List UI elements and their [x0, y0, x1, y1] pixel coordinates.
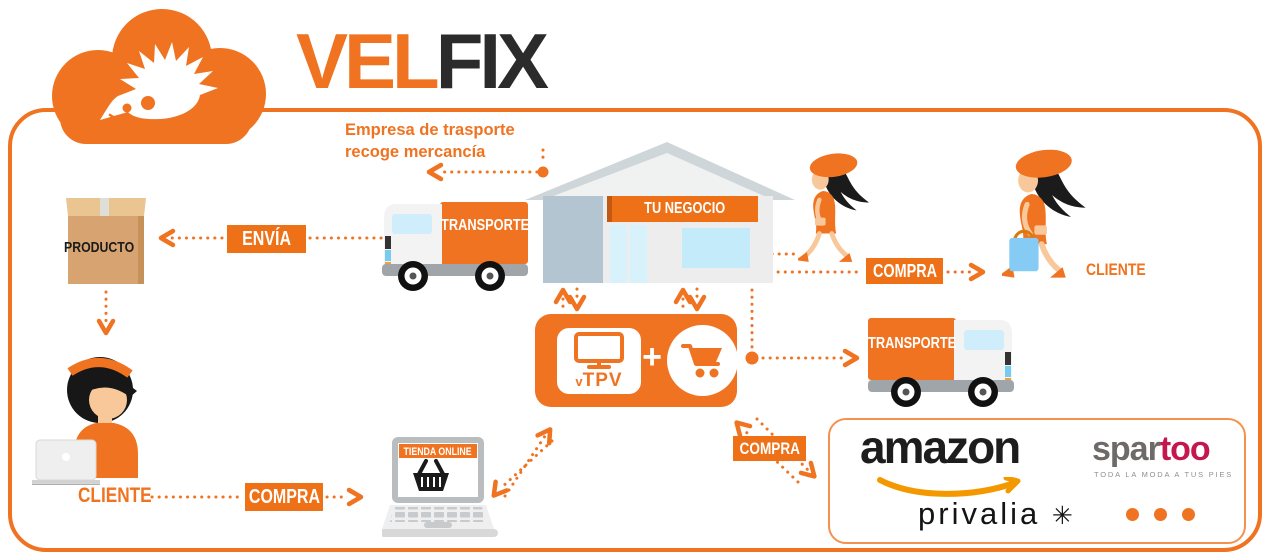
compra-market-label: COMPRA	[733, 436, 806, 461]
online-shop-laptop-icon	[382, 437, 498, 537]
monitor-icon	[574, 332, 624, 369]
spartoo-spar: spar	[1092, 430, 1161, 468]
more-marketplaces-icon	[1126, 508, 1195, 521]
spartoo-logo: spartoo	[1092, 430, 1211, 468]
brand-wordmark-fix: FIX	[435, 17, 549, 105]
product-label: PRODUCTO	[64, 239, 135, 256]
pickup-note-line1: Empresa de trasporte	[345, 121, 515, 139]
transport-truck-right-icon	[868, 318, 1014, 407]
tienda-online-banner: TIENDA ONLINE	[403, 446, 473, 458]
vtpv-tpv: TPV	[582, 370, 623, 391]
client-with-bag-icon	[1002, 149, 1086, 278]
velfix-cloud-logo	[52, 9, 266, 144]
brand-wordmark-vel: VEL	[296, 17, 440, 105]
vtpv-label: vTPV	[575, 371, 622, 390]
cliente-right-label: CLIENTE	[1086, 260, 1146, 279]
vtpv-panel: vTPV	[557, 328, 641, 394]
transporte-right-label: TRANSPORTE	[867, 335, 957, 352]
amazon-smile-icon	[877, 477, 1021, 497]
compra-bottom-label: COMPRA	[245, 483, 323, 511]
diagram-border	[8, 108, 1262, 552]
cart-panel	[667, 325, 738, 396]
walking-client-icon	[798, 153, 870, 262]
shopping-bag-icon	[1009, 229, 1039, 272]
hedgehog-icon	[100, 42, 218, 120]
store-building-icon	[525, 142, 795, 283]
transporte-left-label: TRANSPORTE	[440, 217, 530, 234]
pos-ecommerce-box: vTPV +	[535, 314, 738, 407]
plus-sign: +	[642, 338, 662, 376]
vtpv-v: v	[575, 374, 583, 389]
shopping-cart-icon	[680, 343, 722, 377]
tu-negocio-banner: TU NEGOCIO	[607, 196, 758, 222]
brand-wordmark: VELFIX	[296, 22, 549, 100]
basket-icon	[413, 459, 449, 491]
compra-client-label: COMPRA	[866, 258, 943, 284]
pickup-note: Empresa de trasporte recoge mercancía	[345, 119, 515, 164]
spartoo-too: too	[1159, 430, 1211, 468]
cliente-bottom-label: CLIENTE	[78, 484, 152, 507]
privalia-text: privalia	[918, 496, 1041, 531]
client-at-laptop-icon	[32, 357, 138, 485]
privalia-asterisk-icon: ✳	[1051, 502, 1073, 530]
pickup-note-line2: recoge mercancía	[345, 143, 486, 162]
privalia-logo: privalia ✳	[918, 496, 1073, 532]
spartoo-tagline: TODA LA MODA A TUS PIES	[1094, 470, 1234, 479]
marketplaces-box: amazon spartoo TODA LA MODA A TUS PIES p…	[828, 418, 1246, 544]
product-box-icon	[66, 198, 146, 284]
envia-label: ENVÍA	[227, 225, 306, 253]
amazon-logo: amazon	[860, 421, 1021, 473]
transport-truck-left-icon	[382, 202, 528, 291]
